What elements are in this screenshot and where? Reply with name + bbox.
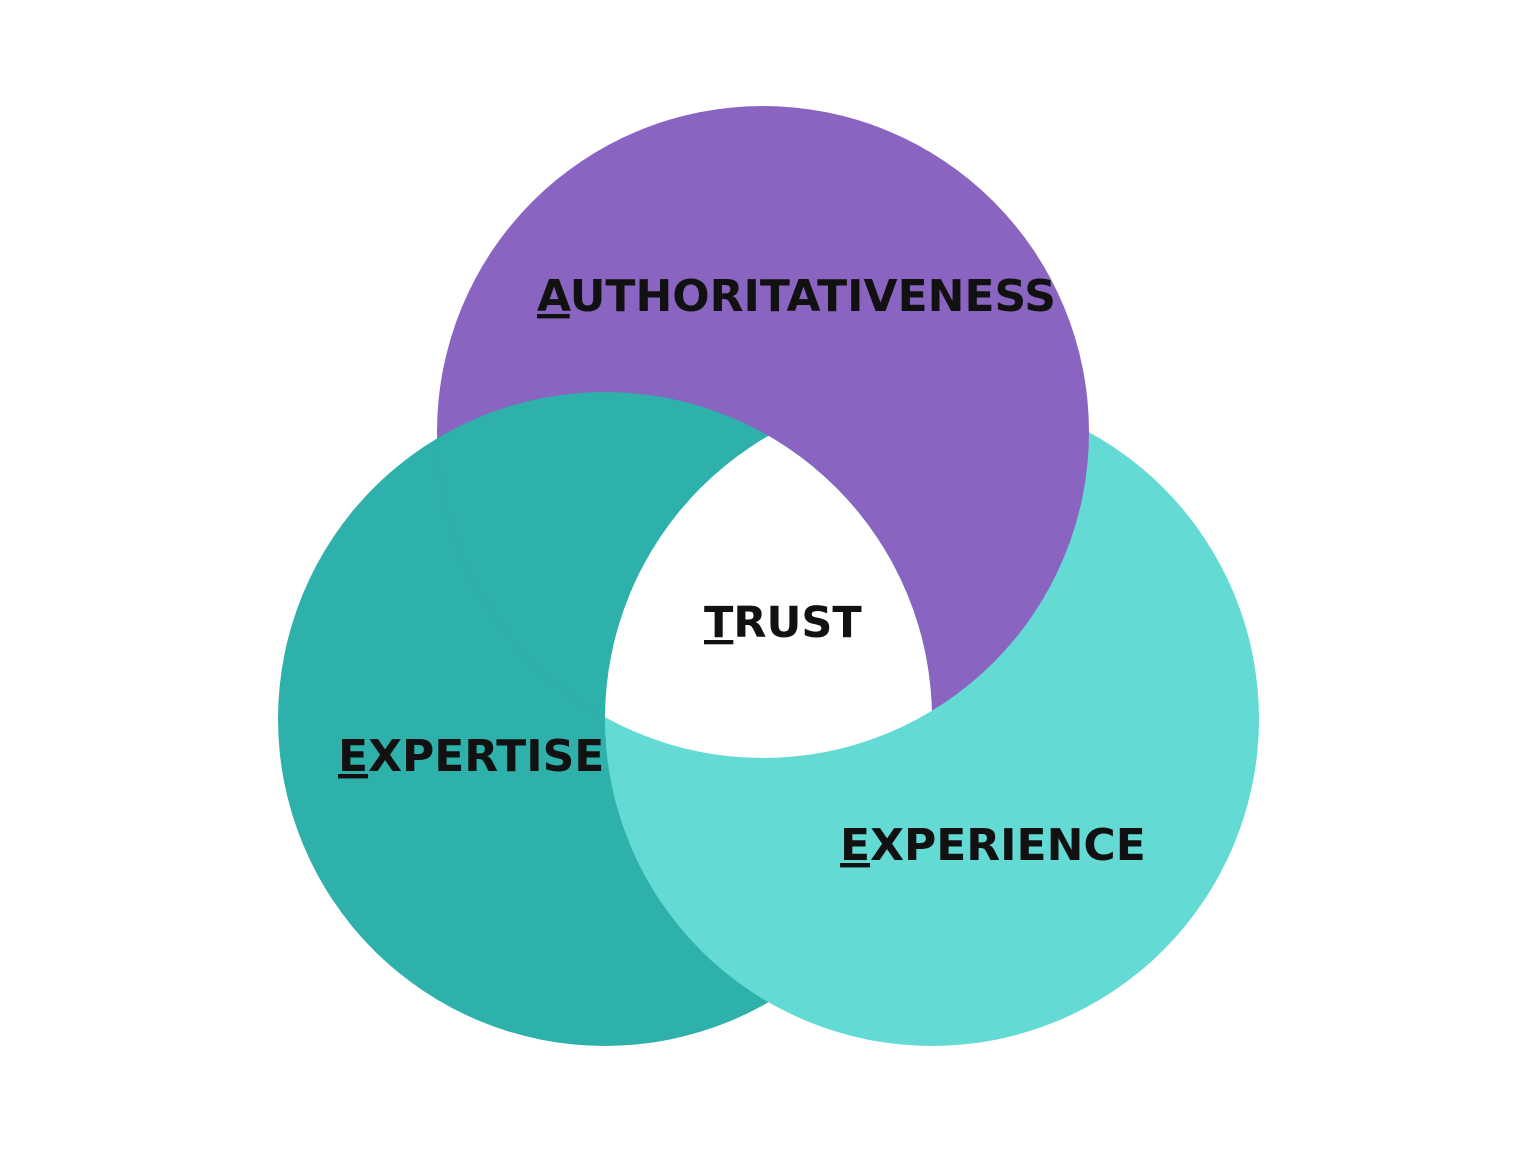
- label-authoritativeness-rest: UTHORITATIVENESS: [570, 271, 1056, 322]
- label-trust-initial: T: [704, 598, 734, 648]
- label-authoritativeness: AUTHORITATIVENESS: [537, 271, 1056, 322]
- label-expertise-initial: E: [338, 731, 368, 782]
- label-authoritativeness-initial: A: [537, 271, 571, 322]
- label-trust: TRUST: [704, 598, 862, 648]
- center-intersection-trust: [605, 392, 932, 758]
- label-expertise-rest: XPERTISE: [368, 731, 604, 782]
- label-experience: EXPERIENCE: [840, 820, 1146, 871]
- label-experience-rest: XPERIENCE: [870, 820, 1146, 871]
- label-expertise: EXPERTISE: [338, 731, 604, 782]
- label-experience-initial: E: [840, 820, 870, 871]
- label-trust-rest: RUST: [733, 598, 862, 648]
